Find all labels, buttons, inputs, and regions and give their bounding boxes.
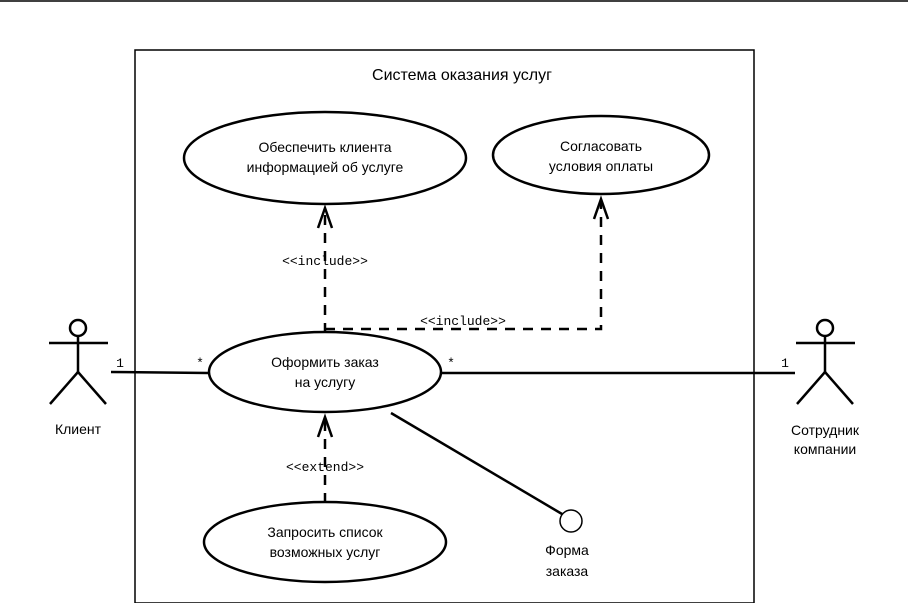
employee-multiplicity: 1: [781, 356, 789, 371]
actor-employee[interactable]: Сотрудник компании: [791, 320, 860, 457]
order-multiplicity-left: *: [196, 356, 204, 371]
use-case-agree-payment[interactable]: Согласовать условия оплаты: [493, 116, 709, 194]
include-label-2: <<include>>: [420, 314, 506, 329]
order-form-interface[interactable]: Форма заказа: [545, 510, 589, 579]
actor-employee-name-line1: Сотрудник: [791, 422, 860, 438]
interface-circle-icon: [560, 510, 582, 532]
use-case-place-order-line1: Оформить заказ: [271, 354, 379, 370]
interface-link: [391, 413, 562, 514]
association-client-order: [111, 372, 208, 373]
actor-client-name: Клиент: [55, 421, 102, 437]
include-arrow-provide-info: [318, 208, 332, 333]
interface-label-line1: Форма: [545, 542, 589, 558]
include-label-1: <<include>>: [282, 254, 368, 269]
interface-label-line2: заказа: [546, 563, 589, 579]
use-case-request-list[interactable]: Запросить список возможных услуг: [204, 502, 446, 582]
stick-figure-icon: [49, 320, 108, 404]
use-case-agree-payment-line1: Согласовать: [560, 138, 642, 154]
actor-client[interactable]: Клиент: [49, 320, 108, 437]
order-multiplicity-right: *: [447, 356, 455, 371]
stick-figure-icon: [796, 320, 855, 404]
actor-employee-name-line2: компании: [794, 441, 856, 457]
use-case-place-order-line2: на услугу: [295, 374, 356, 390]
use-case-request-list-line2: возможных услуг: [270, 544, 381, 560]
client-multiplicity: 1: [116, 356, 124, 371]
use-case-provide-info[interactable]: Обеспечить клиента информацией об услуге: [184, 112, 466, 204]
use-case-place-order[interactable]: Оформить заказ на услугу: [209, 332, 441, 412]
system-title: Система оказания услуг: [372, 67, 552, 84]
use-case-agree-payment-line2: условия оплаты: [549, 158, 653, 174]
use-case-request-list-line1: Запросить список: [267, 524, 383, 540]
use-case-provide-info-line1: Обеспечить клиента: [259, 139, 392, 155]
extend-label: <<extend>>: [286, 460, 364, 475]
use-case-provide-info-line2: информацией об услуге: [247, 159, 404, 175]
